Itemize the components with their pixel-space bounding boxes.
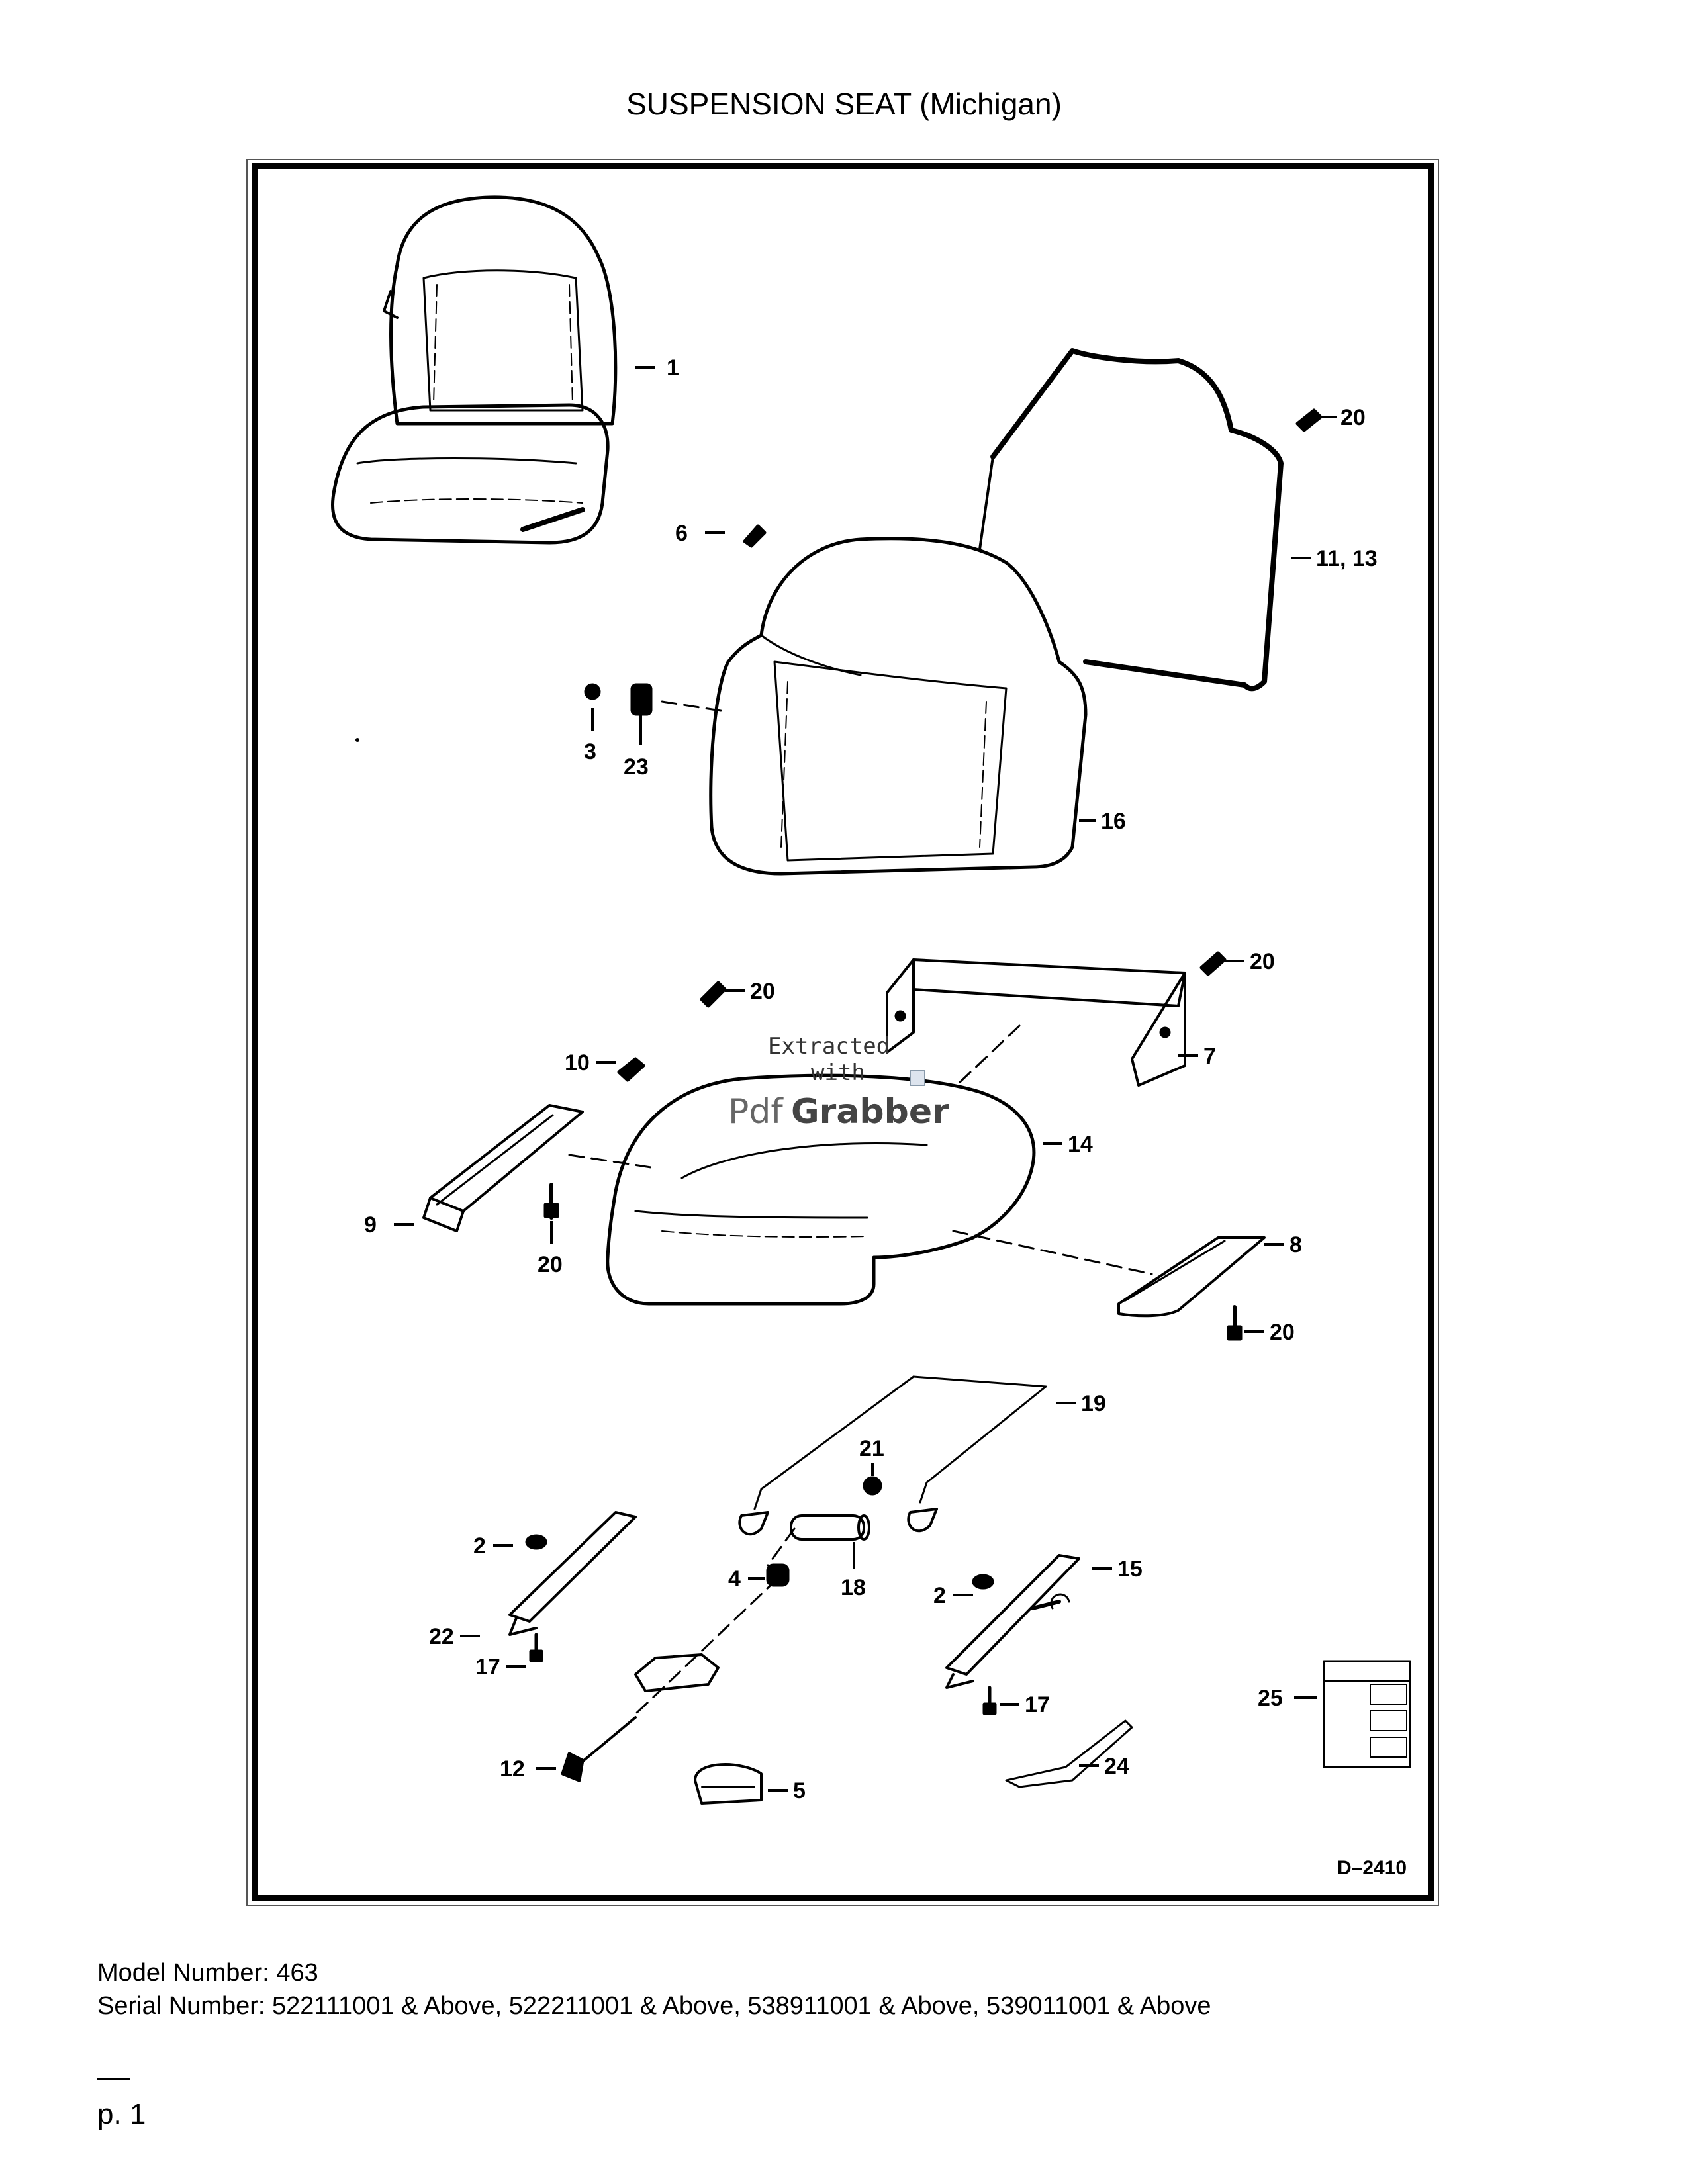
model-number: Model Number: 463 — [97, 1959, 318, 1987]
decal-25-illustration — [1323, 1660, 1411, 1768]
right-slide-illustration — [945, 1554, 1080, 1689]
leader-lines — [394, 366, 1337, 1792]
callout-7: 7 — [1203, 1044, 1216, 1069]
footer-rule — [97, 2078, 130, 2080]
seat-assembly-illustration — [330, 195, 618, 545]
callout-6: 6 — [675, 521, 688, 546]
bolt-20e-illustration — [1227, 1305, 1243, 1341]
callout-20-trim: 20 — [1270, 1320, 1295, 1345]
page-title: SUSPENSION SEAT (Michigan) — [626, 87, 1062, 121]
callout-18: 18 — [841, 1575, 866, 1600]
fastener-20b-illustration — [700, 981, 727, 1008]
fastener-23-illustration — [630, 683, 653, 716]
bolt-17-hook-illustration — [1050, 1593, 1070, 1610]
callout-20-mid-left: 20 — [750, 979, 775, 1004]
callout-14: 14 — [1068, 1132, 1093, 1157]
bumper-2-left-illustration — [525, 1534, 547, 1550]
callout-20-rail: 20 — [538, 1252, 563, 1277]
callout-3: 3 — [584, 739, 596, 764]
serial-number: Serial Number: 522111001 & Above, 522211… — [97, 1992, 1211, 2020]
fastener-20a-illustration — [1295, 408, 1323, 432]
callout-5: 5 — [793, 1778, 806, 1803]
watermark-brand-pdf: Pdf — [728, 1092, 784, 1132]
callout-20-top: 20 — [1340, 405, 1366, 430]
cable-illustration — [738, 1375, 1047, 1536]
seat-cushion-illustration — [606, 1073, 1036, 1306]
callout-17-left: 17 — [475, 1655, 500, 1680]
fastener-3-illustration — [584, 683, 601, 700]
page-number: p. 1 — [97, 2098, 146, 2130]
callout-2-left: 2 — [473, 1533, 486, 1559]
callout-20-mid-right: 20 — [1250, 949, 1275, 974]
watermark-brand-grabber: Grabber — [791, 1092, 949, 1132]
callout-4: 4 — [728, 1567, 741, 1592]
strap-24-illustration — [1005, 1719, 1133, 1788]
callout-10: 10 — [565, 1050, 590, 1075]
callout-25: 25 — [1258, 1686, 1283, 1711]
bolt-17-left-illustration — [529, 1633, 543, 1662]
drawing-code: D–2410 — [1337, 1857, 1407, 1879]
callout-22: 22 — [429, 1624, 454, 1649]
callout-17-right: 17 — [1025, 1692, 1050, 1717]
callout-16: 16 — [1101, 809, 1126, 834]
assembly-lines — [568, 700, 1153, 1715]
callout-2-right: 2 — [933, 1583, 946, 1608]
right-trim-illustration — [1117, 1236, 1266, 1318]
tube-illustration — [790, 1514, 870, 1541]
clip-10-illustration — [617, 1057, 645, 1082]
left-rail-illustration — [422, 1104, 584, 1232]
callout-12: 12 — [500, 1756, 525, 1782]
callout-15: 15 — [1117, 1557, 1143, 1582]
diagram-frame-outer — [246, 159, 1439, 1906]
handle-5-illustration — [694, 1763, 763, 1805]
left-slide-illustration — [508, 1511, 637, 1636]
back-panel-illustration — [978, 348, 1284, 692]
callout-9: 9 — [364, 1212, 377, 1238]
fastener-20c-illustration — [1199, 951, 1227, 976]
fastener-6-illustration — [743, 524, 767, 548]
backrest-cushion-illustration — [709, 537, 1088, 876]
callout-1: 1 — [667, 355, 679, 381]
callout-19: 19 — [1081, 1391, 1106, 1416]
bumper-2-right-illustration — [972, 1574, 994, 1590]
watermark-line-2: with — [811, 1060, 865, 1086]
callout-11-13: 11, 13 — [1316, 546, 1378, 571]
seat-bracket-illustration — [886, 958, 1186, 1087]
bolt-20d-illustration — [543, 1183, 559, 1220]
watermark-logo-icon — [910, 1070, 925, 1086]
callout-8: 8 — [1289, 1232, 1302, 1257]
callout-21: 21 — [859, 1436, 884, 1461]
bolt-17-right-illustration — [982, 1686, 997, 1715]
callout-23: 23 — [624, 754, 649, 780]
bushing-illustration — [766, 1563, 790, 1587]
watermark: Extracted with Pdf Grabber — [728, 1033, 949, 1132]
watermark-line-1: Extracted — [768, 1033, 890, 1060]
callout-24: 24 — [1104, 1754, 1129, 1779]
knob-bolt-illustration — [561, 1716, 637, 1782]
nut-21-illustration — [863, 1476, 882, 1496]
stray-dot — [355, 738, 359, 742]
housing-illustration — [634, 1653, 720, 1692]
diagram-frame — [252, 163, 1434, 1901]
